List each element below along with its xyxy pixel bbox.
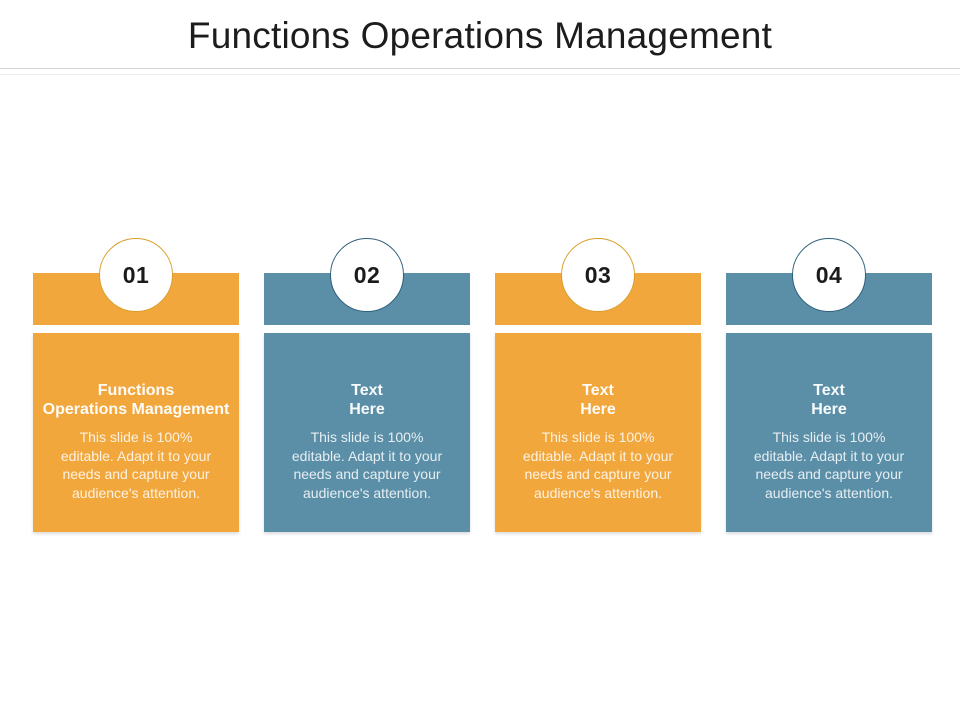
- step-number-badge-04: 04: [792, 238, 866, 312]
- card-body: Text Here This slide is 100% editable. A…: [726, 333, 932, 532]
- card-heading: Text Here: [349, 382, 385, 418]
- title-divider-line: [0, 68, 960, 69]
- step-card-03: 03 Text Here This slide is 100% editable…: [495, 238, 701, 532]
- card-heading: Text Here: [580, 382, 616, 418]
- card-body: Text Here This slide is 100% editable. A…: [495, 333, 701, 532]
- step-number: 03: [584, 261, 612, 288]
- card-body: Text Here This slide is 100% editable. A…: [264, 333, 470, 532]
- step-number-badge-03: 03: [561, 238, 635, 312]
- step-number-badge-02: 02: [330, 238, 404, 312]
- step-number: 04: [815, 261, 843, 288]
- card-description: This slide is 100% editable. Adapt it to…: [522, 429, 674, 501]
- steps-container: 01 Functions Operations Management This …: [33, 238, 932, 532]
- step-card-02: 02 Text Here This slide is 100% editable…: [264, 238, 470, 532]
- step-card-01: 01 Functions Operations Management This …: [33, 238, 239, 532]
- step-number-badge-01: 01: [99, 238, 173, 312]
- title-divider-shadow: [0, 74, 960, 75]
- step-number: 01: [122, 261, 150, 288]
- card-description: This slide is 100% editable. Adapt it to…: [60, 429, 212, 501]
- step-card-04: 04 Text Here This slide is 100% editable…: [726, 238, 932, 532]
- card-body: Functions Operations Management This sli…: [33, 333, 239, 532]
- step-number: 02: [353, 261, 381, 288]
- page-title: Functions Operations Management: [187, 15, 773, 56]
- card-description: This slide is 100% editable. Adapt it to…: [291, 429, 443, 501]
- card-heading: Functions Operations Management: [42, 382, 230, 418]
- card-description: This slide is 100% editable. Adapt it to…: [753, 429, 905, 501]
- card-heading: Text Here: [811, 382, 847, 418]
